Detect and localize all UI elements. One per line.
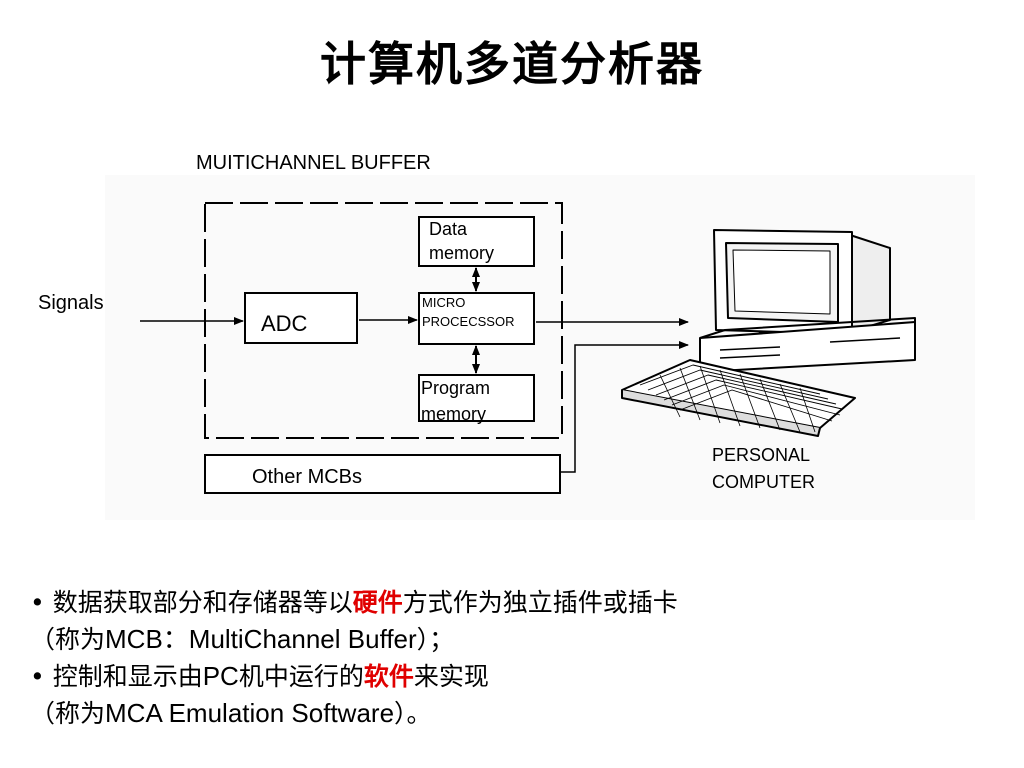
bullet1-emphasis-hardware: 硬件 [352,588,403,617]
bullet2-text-post: 来实现 [413,662,489,691]
bullet1-cont-post: ）； [416,625,455,654]
other-mcbs-to-pc-arrow [560,341,689,473]
data-memory-label-line1: Data [429,219,468,239]
bullet2-text-mid: 机中运行的 [238,662,364,691]
bullet-marker: • [30,588,45,617]
bullet-list: • 数据获取部分和存储器等以硬件方式作为独立插件或插卡 （称为MCB：Multi… [30,584,1010,732]
bullet1-text-post: 方式作为独立插件或插卡 [402,588,678,617]
bullet-item-2-continuation: （称为MCA Emulation Software）。 [30,695,1010,732]
adc-label: ADC [261,311,308,336]
bullet-item-1: • 数据获取部分和存储器等以硬件方式作为独立插件或插卡 [30,584,1010,621]
other-mcbs-label: Other MCBs [252,466,363,488]
bullet2-cont-post: ）。 [394,699,432,728]
bullet2-cont-pre: （称为 [30,699,106,728]
program-memory-label-line2: memory [421,404,487,424]
page-title: 计算机多道分析器 [320,37,704,91]
bullet2-cont-latin: MCA Emulation Software [105,698,395,728]
bullet2-latin-pc: PC [202,661,239,691]
program-memory-box [418,374,535,422]
adc-box [244,292,358,344]
signals-label: Signals [38,292,104,314]
data-memory-label-line2: memory [429,243,495,263]
bullet1-text-pre: 数据获取部分和存储器等以 [44,588,353,617]
bullet-item-1-continuation: （称为MCB：MultiChannel Buffer）； [30,621,1010,658]
bullet2-text-pre: 控制和显示由 [44,662,203,691]
program-memory-label-line1: Program [421,378,491,398]
bullet1-cont-pre: （称为 [30,625,106,654]
pc-label-line2: COMPUTER [712,472,815,492]
bullet2-emphasis-software: 软件 [363,662,414,691]
pc-label-line1: PERSONAL [712,445,811,465]
bullet-marker: • [30,662,45,691]
personal-computer-icon [621,229,916,437]
buffer-label: MUITICHANNEL BUFFER [196,152,431,174]
microprocessor-label-line2: PROCECSSOR [422,314,515,329]
data-memory-box [418,216,535,267]
other-mcbs-box [204,454,561,494]
bullet-item-2: • 控制和显示由PC机中运行的软件来实现 [30,658,1010,695]
microprocessor-label-line1: MICRO [422,295,466,310]
bullet1-cont-latin: MCB：MultiChannel Buffer [105,624,417,654]
microprocessor-box [418,292,535,345]
